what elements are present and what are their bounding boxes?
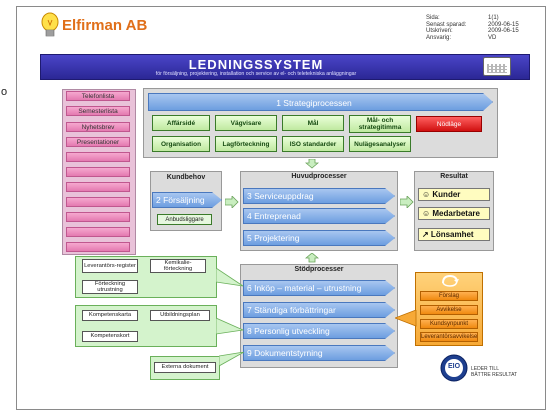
side-mark: o [1,86,8,98]
dokumentstyrning-arrow[interactable]: 9 Dokumentstyrning [243,345,395,361]
forteckning-utrustning-button[interactable]: Förteckning utrustning [82,280,138,294]
strategy-item[interactable]: Mål [282,115,344,131]
nodlage-button[interactable]: Nödläge [416,116,482,132]
link-telefonlista[interactable]: Telefonlista [66,91,130,101]
link-empty[interactable] [66,242,130,252]
link-empty[interactable] [66,212,130,222]
personlig-utveckling-arrow[interactable]: 8 Personlig utveckling [243,323,395,339]
banner-title: LEDNINGSSYSTEM [188,57,324,72]
link-semesterlista[interactable]: Semesterlista [66,106,130,116]
process-label: 3 Serviceuppdrag [247,191,314,201]
meta-key: Senast sparad: [426,21,467,28]
eio-tagline: LEDER TILL BÄTTRE RESULTAT [471,366,517,378]
strategy-label: 1 Strategiprocessen [276,98,352,108]
meta-value: 2009-06-15 [488,21,519,28]
right-arrow-icon [225,196,239,208]
result-medarbetare[interactable]: ☺ Medarbetare [418,207,490,220]
process-label: 4 Entreprenad [247,211,301,221]
result-kunder[interactable]: ☺ Kunder [418,188,490,201]
link-empty[interactable] [66,152,130,162]
link-nyhetsbrev[interactable]: Nyhetsbrev [66,122,130,132]
strategy-item[interactable]: Organisation [152,136,210,152]
strategy-item[interactable]: Lagförteckning [215,136,277,152]
eio-tagline-line: BÄTTRE RESULTAT [471,372,518,378]
strategy-process-arrow[interactable]: 1 Strategiprocessen [148,93,493,111]
callout-pointer [219,352,245,367]
link-empty[interactable] [66,167,130,177]
right-arrow-icon [400,196,414,208]
anbudsliggare-button[interactable]: Anbudsliggare [157,214,212,225]
meta-key: Sida: [426,15,440,21]
link-empty[interactable] [66,227,130,237]
externa-dokument-button[interactable]: Externa dokument [154,362,216,373]
kundbehov-title: Kundbehov [166,174,206,181]
leverantorsavvikelse-button[interactable]: Leverantörsavvikelse [420,332,478,342]
kompetenskort-button[interactable]: Kompetenskort [82,331,138,342]
utbildningsplan-button[interactable]: Utbildningsplan [150,310,210,321]
forslag-button[interactable]: Förslag [420,291,478,301]
link-empty[interactable] [66,182,130,192]
process-label: 5 Projektering [247,233,300,243]
banner-subtitle: för försäljning, projektering, installat… [155,71,357,77]
strategy-item[interactable]: Vägvisare [215,115,277,131]
callout-pointer [216,318,244,335]
entreprenad-arrow[interactable]: 4 Entreprenad [243,208,395,224]
meta-key: Utskriven: [426,28,453,35]
resultat-title: Resultat [440,173,468,180]
kemikalieforteckning-button[interactable]: Kemikalie-förteckning [150,259,206,273]
title-banner: LEDNINGSSYSTEM för försäljning, projekte… [40,54,530,80]
meta-value: VD [488,34,497,41]
meta-value: 2009-06-15 [488,28,519,35]
link-presentationer[interactable]: Presentationer [66,137,130,147]
serviceuppdrag-arrow[interactable]: 3 Serviceuppdrag [243,188,395,204]
strategy-item[interactable]: Mål- och strategitimma [349,115,411,133]
calendar-icon[interactable] [483,57,511,76]
cycle-icon [442,274,459,287]
meta-key: Ansvarig: [426,34,452,41]
company-name: Elfirman AB [62,17,148,34]
down-arrow-icon [305,159,319,169]
eio-logo [440,354,468,382]
process-label: 7 Ständiga förbättringar [247,305,336,315]
leverantorsregister-button[interactable]: Leverantörs-register [82,259,138,273]
kundsynpunkt-button[interactable]: Kundsynpunkt [420,319,478,329]
lightbulb-icon [41,12,59,37]
meta-value: 1(1) [488,15,499,21]
stodprocesser-title: Stödprocesser [294,266,344,273]
strategy-item[interactable]: Nulägesanalyser [349,136,411,152]
document-meta: Sida: 1(1) Senast sparad: 2009-06-15 Utskr… [426,15,519,41]
link-empty[interactable] [66,197,130,207]
process-label: 6 Inköp – material – utrustning [247,283,362,293]
huvudprocesser-title: Huvudprocesser [291,173,347,180]
inkop-arrow[interactable]: 6 Inköp – material – utrustning [243,280,395,296]
eio-tagline-line: LEDER TILL [471,366,499,372]
kompetenskarta-button[interactable]: Kompetenskarta [82,310,138,321]
eio-logo-text: EIO [447,363,461,370]
standiga-forbattringar-arrow[interactable]: 7 Ständiga förbättringar [243,302,395,318]
callout-pointer [216,268,244,287]
up-arrow-icon [305,253,319,263]
process-label: 8 Personlig utveckling [247,326,330,336]
strategy-item[interactable]: ISO standarder [282,136,344,152]
process-label: 9 Dokumentstyrning [247,348,323,358]
strategy-item[interactable]: Affärsidé [152,115,210,131]
projektering-arrow[interactable]: 5 Projektering [243,230,395,246]
forsaljning-label: 2 Försäljning [156,195,205,205]
result-lonsamhet[interactable]: ↗ Lönsamhet [418,228,490,241]
avvikelse-button[interactable]: Avvikelse [420,305,478,315]
forsaljning-arrow[interactable]: 2 Försäljning [152,192,222,208]
callout-pointer [395,310,417,327]
